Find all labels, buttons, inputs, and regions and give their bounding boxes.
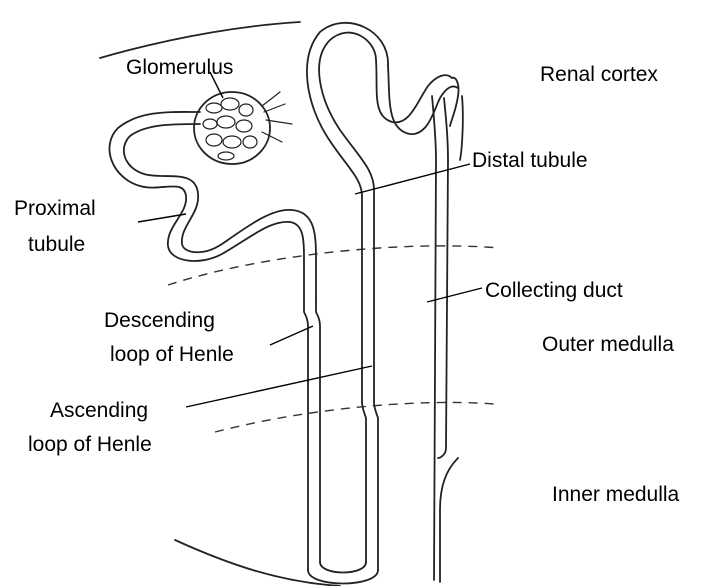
label-collecting-duct: Collecting duct [485,278,623,304]
label-ascending-line2: loop of Henle [28,432,152,458]
ascending-limb-outer [319,33,378,570]
collecting-duct-outer [432,96,436,580]
label-descending-line1: Descending [104,308,215,334]
descending-limb-outer [304,298,308,570]
label-proximal-line2: tubule [28,232,85,258]
proximal-tubule-inner [124,124,316,298]
glomerulus [194,92,292,164]
collecting-duct-lower [440,458,458,582]
cortex-medulla-boundary [168,246,500,285]
collecting-duct-top [450,78,459,126]
descending-limb-inner [316,298,320,562]
kidney-outer-arc-top [100,22,300,58]
outer-inner-medulla-boundary [215,402,495,432]
label-proximal-line1: Proximal [14,196,96,222]
label-ascending-line1: Ascending [50,398,148,424]
label-outer-medulla: Outer medulla [542,332,674,358]
leader-descending [270,326,313,345]
label-glomerulus: Glomerulus [126,55,233,81]
collecting-duct-inner [438,98,448,458]
proximal-tubule-outer [109,112,304,298]
leader-ascending [186,366,372,407]
collecting-duct-right [460,96,463,160]
label-inner-medulla: Inner medulla [552,482,679,508]
label-distal-tubule: Distal tubule [472,148,588,174]
loop-bottom-inner [320,562,366,573]
label-renal-cortex: Renal cortex [540,62,658,88]
label-descending-line2: loop of Henle [110,342,234,368]
